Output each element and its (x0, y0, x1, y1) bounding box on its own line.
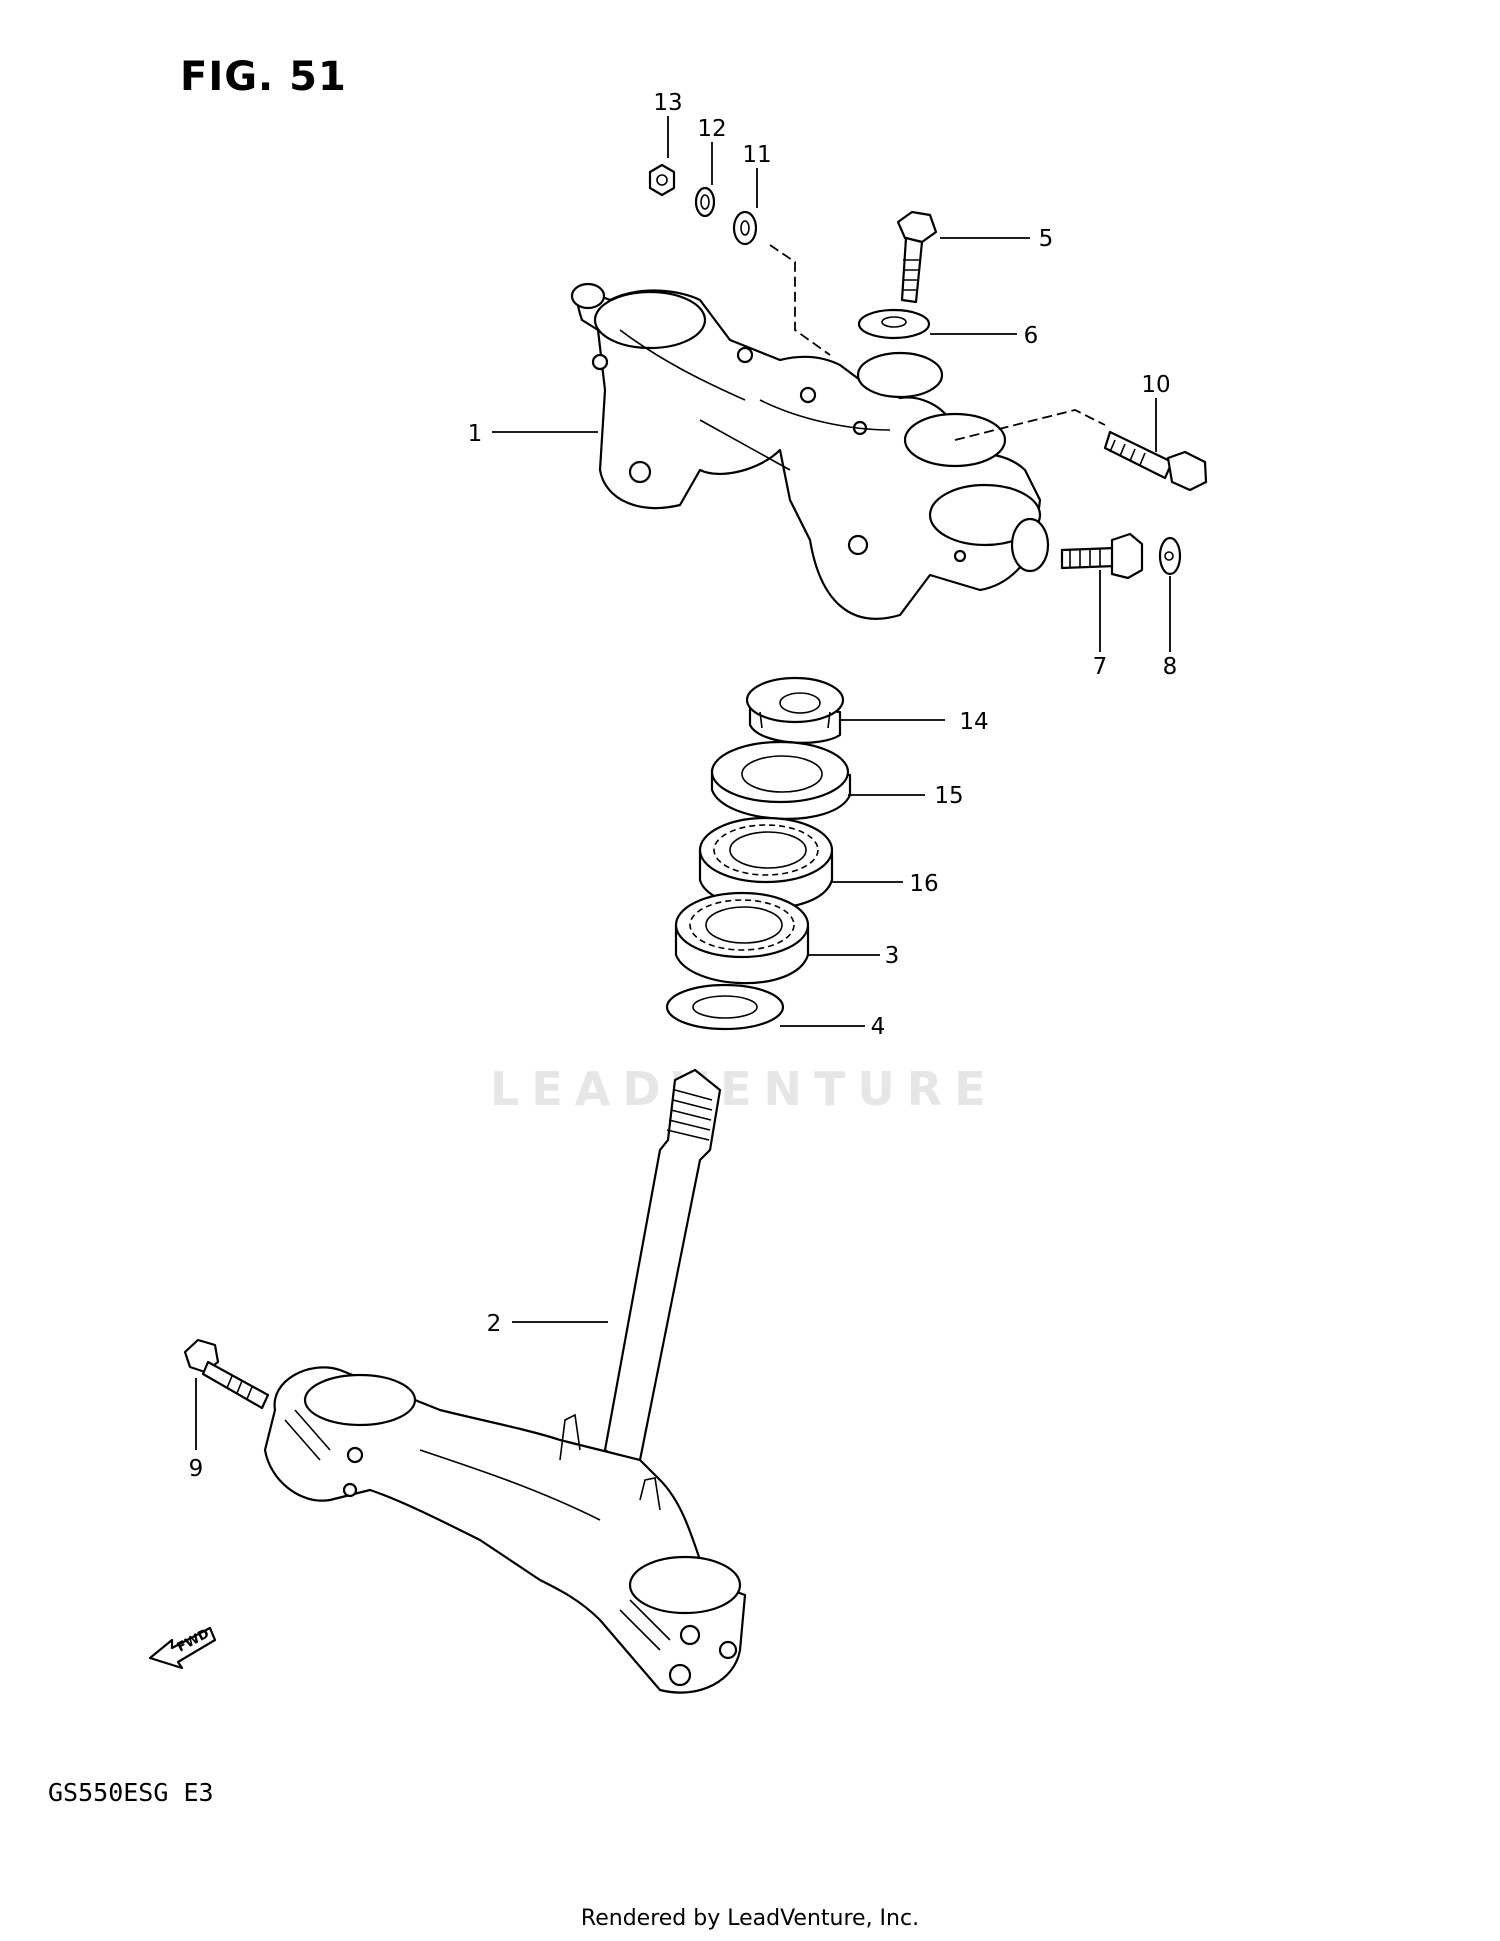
watermark: LEADVENTURE (490, 1062, 998, 1116)
callout-11: 11 (742, 142, 771, 168)
dust-seal-part-15[interactable] (710, 740, 852, 820)
bolt-part-10[interactable] (1103, 430, 1208, 492)
callout-1: 1 (468, 421, 483, 447)
washer-part-11[interactable] (732, 210, 758, 246)
bolt-part-5[interactable] (896, 210, 938, 304)
steering-stem-lower-bracket-part-2[interactable] (263, 1068, 747, 1694)
callout-12: 12 (697, 116, 726, 142)
callout-7: 7 (1093, 654, 1108, 680)
callout-9: 9 (189, 1456, 204, 1482)
callout-10: 10 (1141, 372, 1170, 398)
seal-part-4[interactable] (665, 983, 785, 1031)
callout-leaders (195, 116, 1171, 1450)
callout-2: 2 (487, 1311, 502, 1337)
callout-8: 8 (1163, 654, 1178, 680)
washer-part-8[interactable] (1158, 536, 1182, 576)
callout-13: 13 (653, 90, 682, 116)
callout-6: 6 (1024, 323, 1039, 349)
washer-part-6[interactable] (857, 308, 931, 340)
bearing-part-3[interactable] (674, 891, 810, 985)
figure-title: FIG. 51 (180, 54, 347, 100)
bolt-part-7[interactable] (1060, 532, 1144, 580)
footer-credit: Rendered by LeadVenture, Inc. (580, 1906, 920, 1931)
callout-3: 3 (885, 943, 900, 969)
nut-part-13[interactable] (648, 163, 676, 197)
callout-4: 4 (871, 1014, 886, 1040)
bolt-part-9[interactable] (183, 1338, 270, 1410)
forward-direction-arrow: FWD (148, 1626, 217, 1670)
callout-15: 15 (934, 783, 963, 809)
callout-16: 16 (909, 871, 938, 897)
callout-14: 14 (959, 709, 988, 735)
steering-nut-part-14[interactable] (745, 676, 845, 744)
callout-numbers: 13 12 11 5 6 10 1 7 8 14 15 16 3 4 2 9 (189, 90, 1178, 1482)
lock-washer-part-12[interactable] (694, 186, 716, 218)
model-code: GS550ESG E3 (48, 1778, 214, 1807)
callout-5: 5 (1039, 226, 1054, 252)
